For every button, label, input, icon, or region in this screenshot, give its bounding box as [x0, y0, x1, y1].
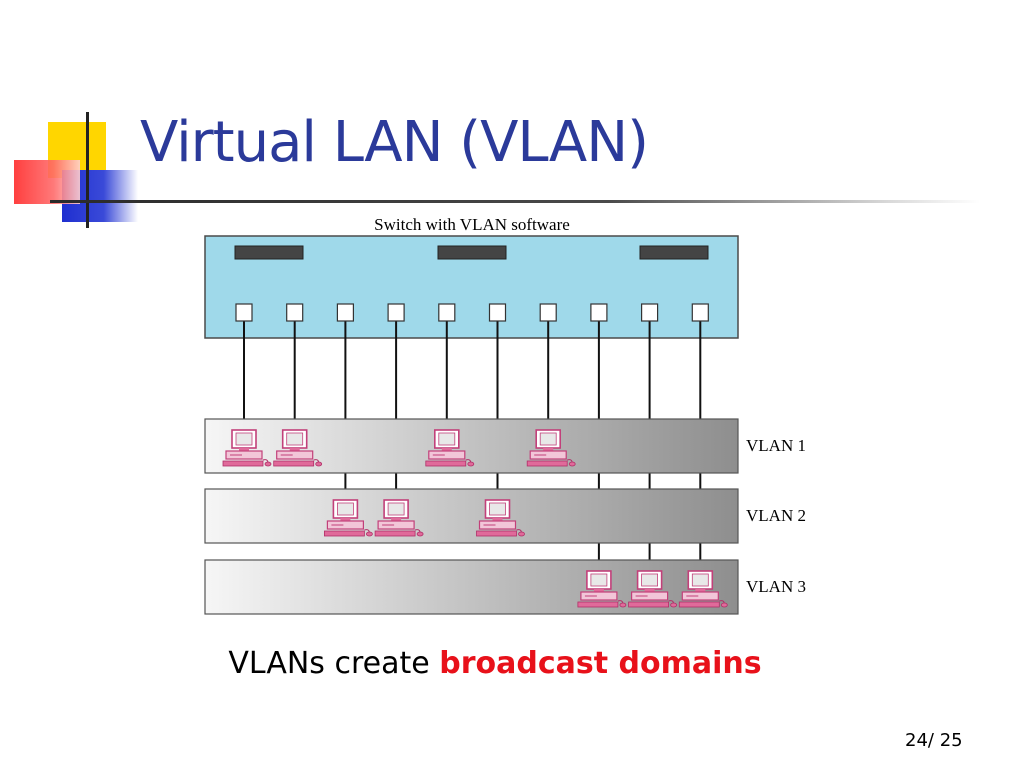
- vlan-label: VLAN 1: [746, 436, 806, 455]
- caption-emphasis: broadcast domains: [439, 646, 762, 681]
- vlan-bar: [204, 488, 739, 544]
- switch-port: [590, 303, 608, 322]
- switch-port: [336, 303, 354, 322]
- switch-port: [387, 303, 405, 322]
- decor-vertical-line: [86, 112, 89, 228]
- switch-port: [235, 303, 253, 322]
- decor-red-square: [14, 160, 80, 204]
- switch-port: [488, 303, 507, 322]
- switch-port: [640, 303, 659, 322]
- vlan-label: VLAN 2: [746, 506, 806, 525]
- vlan-label: VLAN 3: [746, 577, 806, 596]
- computer-icon: [323, 499, 373, 537]
- switch-slot-right: [639, 245, 709, 260]
- title-underline: [50, 200, 980, 203]
- computer-icon: [628, 570, 677, 608]
- computer-icon: [526, 429, 576, 467]
- computer-icon: [476, 499, 525, 537]
- computer-icon: [678, 570, 728, 608]
- switch-slot-left: [234, 245, 304, 260]
- page-number: 24/ 25: [905, 730, 963, 751]
- computer-icon: [425, 429, 475, 467]
- caption: VLANs create broadcast domains: [0, 646, 990, 681]
- switch-port: [286, 303, 304, 322]
- computer-icon: [374, 499, 424, 537]
- switch-label: Switch with VLAN software: [374, 215, 570, 234]
- switch-port: [539, 303, 557, 322]
- caption-prefix: VLANs create: [228, 646, 440, 681]
- switch-slot-center: [437, 245, 507, 260]
- switch-port: [691, 303, 709, 322]
- computer-icon: [222, 429, 272, 467]
- switch-port: [438, 303, 456, 322]
- computer-icon: [273, 429, 323, 467]
- slide-title: Virtual LAN (VLAN): [140, 110, 649, 175]
- computer-icon: [577, 570, 627, 608]
